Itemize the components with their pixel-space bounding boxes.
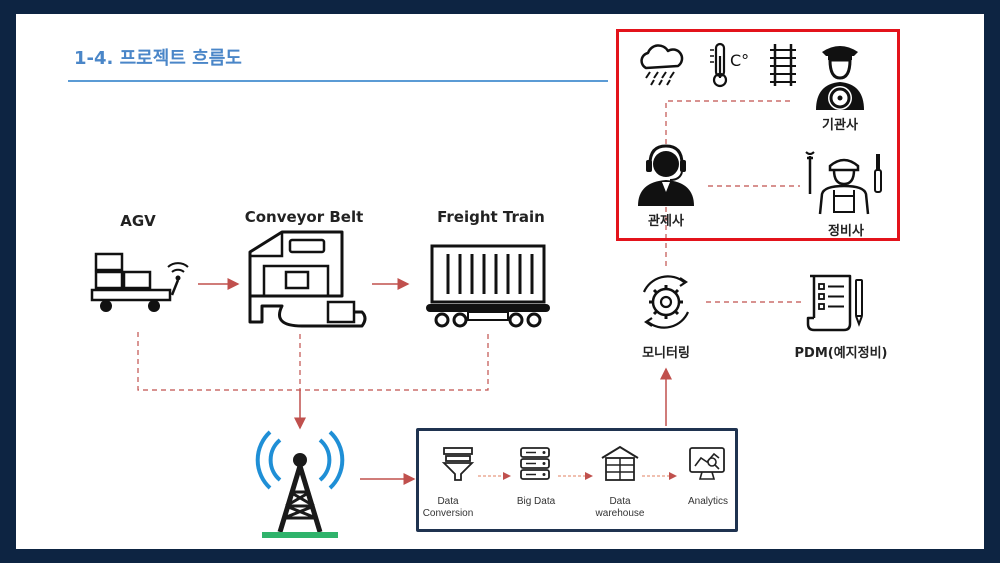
signal-tower-icon [255,430,345,538]
train-label: Freight Train [437,208,545,226]
warehouse-icon [601,445,639,481]
stakeholder-box [616,29,900,241]
maintainer-label: 정비사 [828,224,864,239]
train-driver-icon [816,46,864,110]
slide-title: 1-4. 프로젝트 흐름도 [74,48,242,69]
agv-icon [90,252,189,312]
analytics-monitor-icon [689,447,725,480]
freight-car-icon [426,244,550,328]
funnel-icon [441,447,475,481]
database-server-icon [520,447,550,480]
controller-label: 관제사 [648,214,684,229]
connector-layer [137,100,804,485]
predictive-maintenance-checklist-icon [806,274,863,332]
title-underline [68,80,608,82]
agv-label: AGV [120,212,156,230]
svg-text:C°: C° [730,51,749,70]
pipeline-step-2-label: Big Data [516,496,556,507]
rain-cloud-icon [640,44,684,86]
dashed-controller-engineer [665,100,794,144]
controller-headset-icon [638,144,694,206]
conveyor-label: Conveyor Belt [244,208,364,226]
dashed-agv-train-link [137,332,489,391]
engineer-label: 기관사 [822,118,858,133]
thermometer-celsius-icon: C° [710,42,749,88]
maintenance-worker-icon [805,151,882,215]
pipeline-step-4-label: Analytics [687,496,728,507]
monitoring-label: 모니터링 [642,346,690,361]
pipeline-step-1-label: Data Conversion [422,496,474,519]
data-pipeline-box [416,428,738,532]
conveyor-belt-icon [248,230,367,328]
railway-track-icon [770,44,796,86]
pipeline-step-3-label: Data warehouse [595,496,645,519]
pdm-label: PDM(예지정비) [794,346,888,361]
monitoring-gear-cycle-icon [642,275,690,329]
slide: 1-4. 프로젝트 흐름도 AGV [16,14,984,549]
